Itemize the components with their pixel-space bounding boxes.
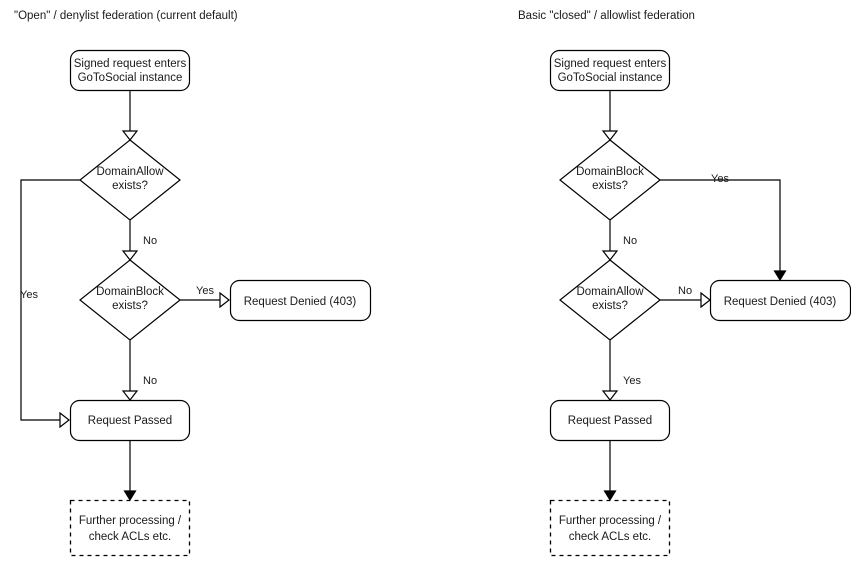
arrowhead-open-icon [121, 130, 139, 141]
edge-passed-to-further-left [123, 440, 137, 502]
node-entry-right[interactable]: Signed request enters GoToSocial instanc… [549, 49, 671, 92]
edge-domainallow-no-left: No [121, 220, 157, 261]
domainblock-node-label-line1: DomainBlock [96, 286, 164, 298]
node-request-denied-right[interactable]: Request Denied (403) [709, 279, 851, 322]
further-processing-label-line1: Further processing / [79, 515, 182, 527]
entry-node-label-line2: GoToSocial instance [558, 72, 663, 84]
edge-domainallow-no-right: No [660, 285, 711, 309]
node-entry-left[interactable]: Signed request enters GoToSocial instanc… [69, 49, 191, 92]
edge-domainblock-no-left: No [121, 340, 157, 401]
node-domainallow-right[interactable]: DomainAllow exists? [559, 259, 661, 341]
node-domainallow-left[interactable]: DomainAllow exists? [79, 139, 181, 221]
diagram-title-open-denylist: "Open" / denylist federation (current de… [14, 10, 238, 22]
further-processing-node-shape [69, 499, 191, 557]
node-further-processing-right[interactable]: Further processing / check ACLs etc. [549, 499, 671, 557]
request-denied-node-label: Request Denied (403) [724, 296, 837, 308]
diagram-open-denylist: "Open" / denylist federation (current de… [14, 10, 372, 557]
edge-label-domainallow-yes: Yes [623, 375, 641, 387]
arrowhead-open-icon [601, 390, 619, 401]
edge-passed-to-further-right [603, 440, 617, 502]
node-request-passed-right[interactable]: Request Passed [549, 399, 671, 442]
arrowhead-open-icon [601, 250, 619, 261]
edge-domainblock-yes-left: Yes [180, 285, 230, 309]
edge-domainallow-yes-right: Yes [601, 340, 641, 401]
node-domainblock-right[interactable]: DomainBlock exists? [559, 139, 661, 221]
entry-node-label-line1: Signed request enters [554, 58, 667, 70]
arrowhead-open-icon [121, 250, 139, 261]
edge-domainblock-no-right: No [601, 220, 637, 261]
arrowhead-open-icon [219, 291, 230, 309]
edge-label-domainblock-no: No [143, 375, 157, 387]
entry-node-label-line2: GoToSocial instance [78, 72, 183, 84]
edge-label-domainallow-no: No [678, 285, 692, 297]
further-processing-label-line2: check ACLs etc. [89, 531, 171, 543]
edge-label-domainallow-no: No [143, 235, 157, 247]
request-denied-node-label: Request Denied (403) [244, 296, 357, 308]
edge-label-domainblock-no: No [623, 235, 637, 247]
edge-entry-to-domainblock-right [601, 90, 619, 141]
domainallow-node-label-line2: exists? [592, 300, 628, 312]
domainblock-node-label-line2: exists? [112, 300, 148, 312]
edge-domainallow-yes-left: Yes [20, 179, 80, 429]
arrowhead-open-icon [700, 291, 711, 309]
domainblock-node-label-line1: DomainBlock [576, 166, 644, 178]
further-processing-label-line2: check ACLs etc. [569, 531, 651, 543]
entry-node-label-line1: Signed request enters [74, 58, 187, 70]
domainblock-node-label-line2: exists? [592, 180, 628, 192]
diagram-closed-allowlist: Basic "closed" / allowlist federation Si… [518, 10, 851, 557]
arrowhead-open-icon [601, 130, 619, 141]
entry-node-shape [549, 49, 671, 92]
edge-label-domainallow-yes: Yes [20, 289, 38, 301]
node-request-denied-left[interactable]: Request Denied (403) [229, 279, 372, 322]
domainallow-node-label-line2: exists? [112, 180, 148, 192]
entry-node-shape [69, 49, 191, 92]
arrowhead-filled-icon [773, 270, 787, 282]
request-passed-node-label: Request Passed [88, 415, 172, 427]
further-processing-label-line1: Further processing / [559, 515, 662, 527]
domainallow-node-label-line1: DomainAllow [576, 286, 644, 298]
arrowhead-filled-icon [603, 490, 617, 502]
domainallow-node-label-line1: DomainAllow [96, 166, 164, 178]
further-processing-node-shape [549, 499, 671, 557]
edge-label-domainblock-yes: Yes [196, 285, 214, 297]
node-request-passed-left[interactable]: Request Passed [69, 399, 191, 442]
diagram-title-closed-allowlist: Basic "closed" / allowlist federation [518, 10, 695, 22]
arrowhead-open-icon [59, 411, 70, 429]
arrowhead-filled-icon [123, 490, 137, 502]
request-passed-node-label: Request Passed [568, 415, 652, 427]
node-further-processing-left[interactable]: Further processing / check ACLs etc. [69, 499, 191, 557]
node-domainblock-left[interactable]: DomainBlock exists? [79, 259, 181, 341]
edge-label-domainblock-yes: Yes [711, 173, 729, 185]
arrowhead-open-icon [121, 390, 139, 401]
edge-entry-to-domainallow-left [121, 90, 139, 141]
request-denied-node-shape [229, 279, 372, 322]
edge-domainblock-yes-right: Yes [660, 173, 787, 282]
